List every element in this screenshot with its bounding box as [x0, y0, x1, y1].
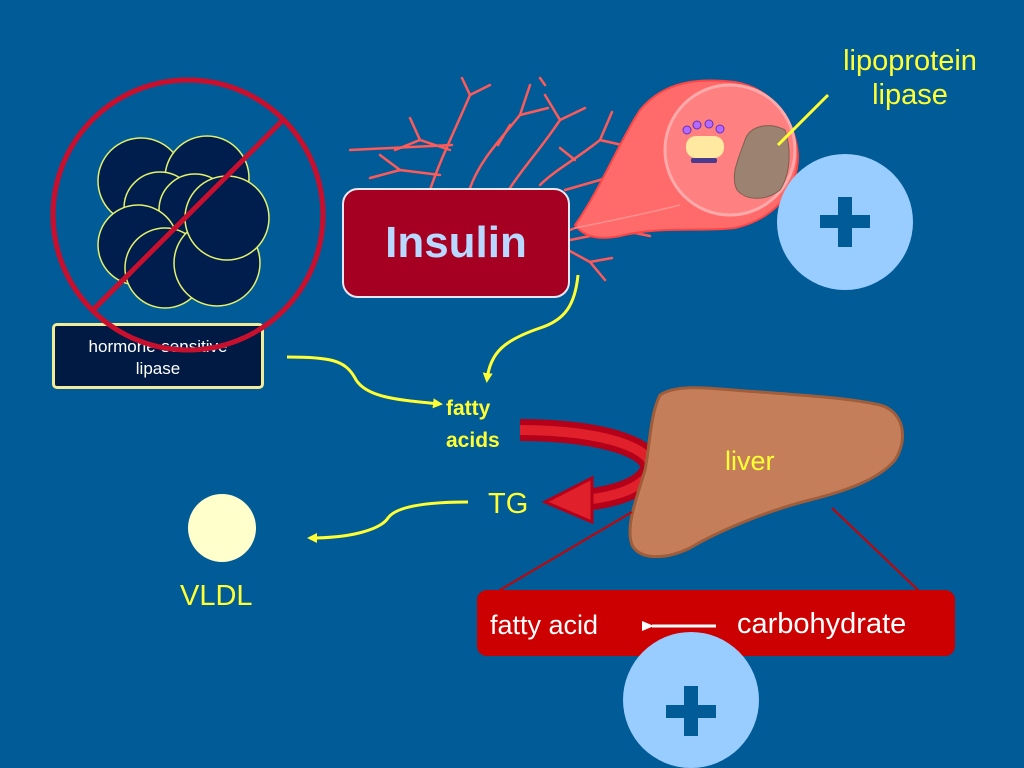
arrow-tg-to-vldl	[307, 500, 469, 543]
endothelial-cell-icon	[573, 79, 800, 239]
lipoprotein-lipase-label: lipoprotein lipase	[830, 44, 990, 112]
liver-label: liver	[725, 446, 775, 476]
fatty-acids-line2: acids	[446, 429, 500, 452]
insulin-box: Insulin	[342, 188, 570, 298]
lipoprotein-lipase-line2: lipase	[872, 79, 948, 111]
hormone-sensitive-lipase-box: hormone-sensitive lipase	[52, 323, 264, 389]
lipoprotein-lipase-pointer	[776, 93, 830, 147]
hsl-label-line2: lipase	[135, 359, 181, 378]
hsl-label-line1: hormone-sensitive	[88, 337, 228, 356]
tg-label: TG	[488, 488, 529, 520]
lipoprotein-particle-icon	[682, 119, 725, 163]
carbohydrate-label: carbohydrate	[737, 608, 907, 640]
stimulation-plus-top	[777, 154, 913, 290]
lipoprotein-lipase-line1: lipoprotein	[843, 45, 977, 77]
arrow-insulin-to-fatty-acids	[482, 274, 580, 383]
fatty-acids-line1: fatty	[446, 397, 491, 420]
liver-connector-left	[499, 511, 633, 591]
conversion-arrow	[519, 419, 662, 525]
liver-connector-right	[831, 507, 919, 591]
arrow-hsl-to-fatty-acids	[286, 355, 443, 409]
vldl-particle-icon	[188, 494, 256, 562]
fatty-acid-label: fatty acid	[490, 610, 599, 640]
insulin-label: Insulin	[385, 218, 527, 267]
prohibition-icon	[50, 77, 326, 353]
liver-icon	[628, 386, 904, 559]
fatty-acids-label: fatty acids	[446, 393, 500, 457]
vldl-label: VLDL	[180, 580, 253, 612]
